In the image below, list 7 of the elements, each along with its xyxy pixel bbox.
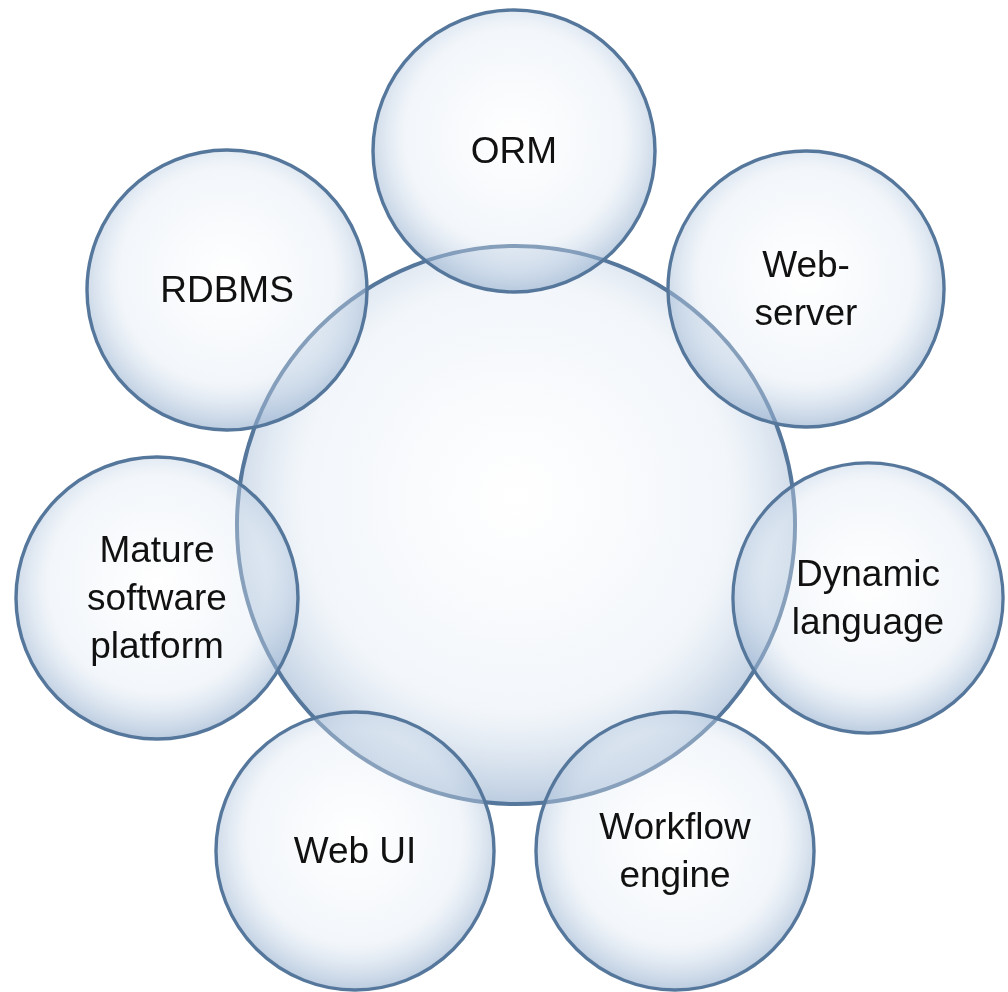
bubble-label: ORM: [469, 128, 559, 173]
bubble-label: RDBMS: [159, 267, 295, 312]
bubble-label: Mature software platform: [86, 527, 228, 669]
bubble-label: Workflow engine: [598, 804, 752, 897]
bubble-label: Dynamic language: [790, 551, 946, 644]
bubble-label: Web UI: [292, 828, 418, 873]
bubble-label: Web-server: [753, 242, 859, 335]
